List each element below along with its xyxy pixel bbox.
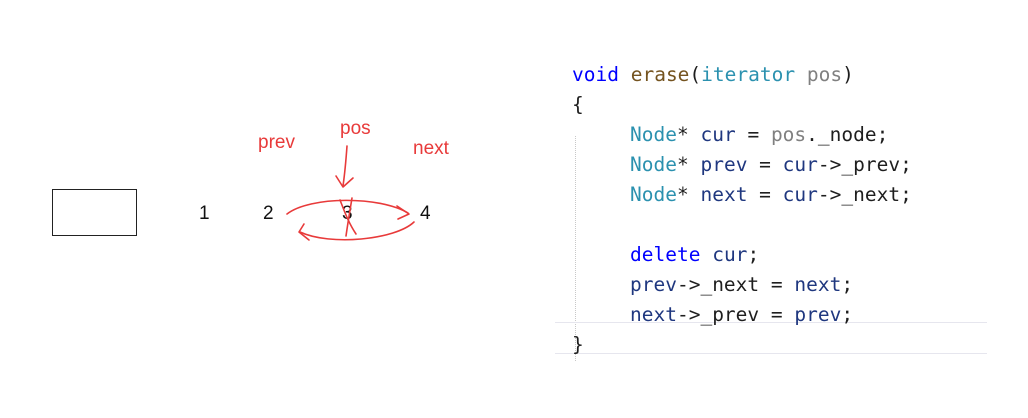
pos-arrow-head: [335, 175, 354, 188]
code-line-4: Node* prev = cur->_prev;: [630, 153, 912, 176]
next-to-prev-link-stroke: [299, 221, 415, 241]
code-line-9: next->_prev = prev;: [630, 303, 854, 326]
code-line-8: prev->_next = next;: [630, 273, 854, 296]
code-line-3: Node* cur = pos._node;: [630, 123, 889, 146]
next-to-prev-link-head: [298, 223, 310, 241]
code-line-5: Node* next = cur->_next;: [630, 183, 912, 206]
pos-arrow-stroke: [342, 145, 348, 187]
prev-to-next-link-head: [396, 205, 410, 220]
code-line-7: delete cur;: [630, 243, 760, 266]
node-label-2: 2: [263, 203, 274, 224]
node-label-4: 4: [420, 203, 431, 224]
node-label-3: 3: [342, 203, 353, 224]
sentinel-node-box: [52, 189, 137, 236]
code-snippet: void erase(iterator pos) { Node* cur = p…: [572, 60, 992, 360]
code-line-6: [572, 210, 992, 240]
code-line-10: }: [572, 333, 584, 356]
prev-to-next-link-stroke: [286, 199, 409, 215]
code-line-1: void erase(iterator pos): [572, 63, 854, 86]
code-line-2: {: [572, 93, 584, 116]
current-line-highlight: [555, 322, 987, 354]
strike-node-3-a: [339, 199, 357, 235]
next-annotation: next: [413, 138, 449, 159]
indent-guide: [575, 136, 576, 361]
strike-node-3-b: [345, 197, 353, 237]
pos-annotation: pos: [340, 118, 371, 139]
linked-list-sketch: 1 2 3 4 prev pos next: [52, 118, 449, 241]
ink-strokes: [286, 145, 415, 241]
node-label-1: 1: [199, 203, 210, 224]
prev-annotation: prev: [258, 132, 295, 153]
